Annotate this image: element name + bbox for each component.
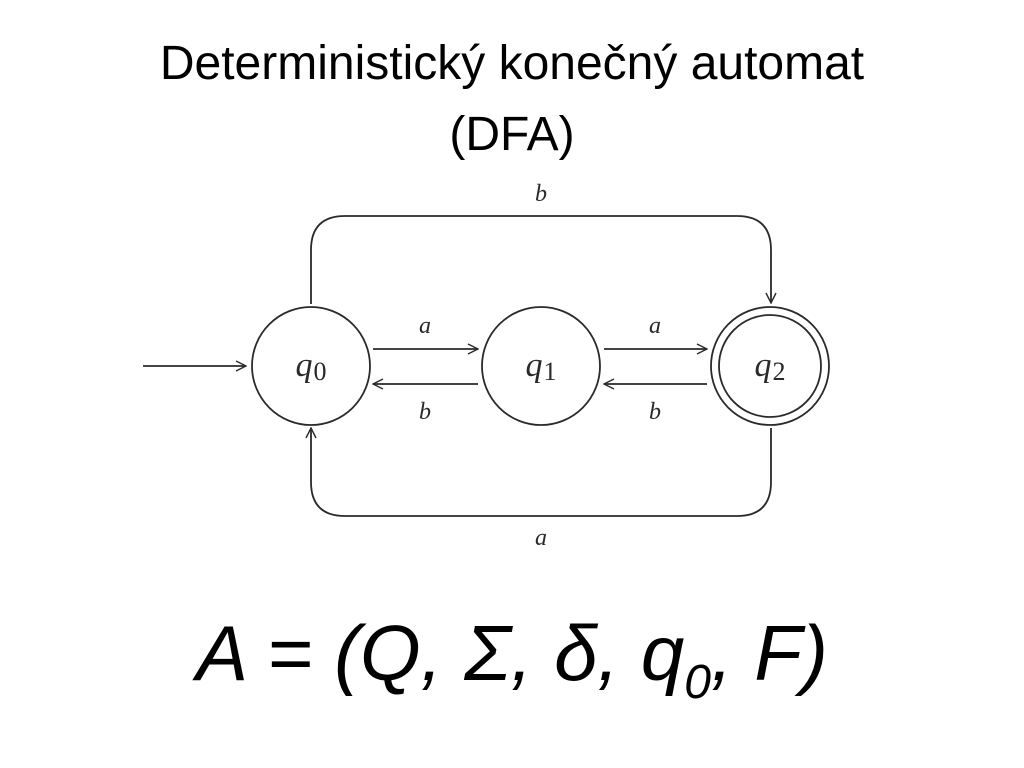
- transition-q0-q2-arrow: [310, 215, 771, 304]
- dfa-formula: A = (Q, Σ, δ, q0, F): [0, 605, 1024, 707]
- formula-suffix: , F): [710, 609, 828, 697]
- transition-q0-q1-label: a: [419, 313, 431, 339]
- formula-prefix: A = (Q, Σ, δ, q: [196, 609, 685, 697]
- transition-q2-q0-arrow: [311, 428, 772, 517]
- state-q1-label: q1: [526, 347, 557, 386]
- transition-q0-q2-label: b: [535, 181, 547, 207]
- state-q2-label: q2: [755, 347, 786, 386]
- state-q2-outer-circle: [710, 306, 830, 426]
- slide-title-line-1: Deterministický konečný automat: [159, 37, 865, 90]
- state-q2-inner-circle: [718, 314, 822, 418]
- transition-q2-q0-label: a: [535, 525, 547, 551]
- state-q0-label: q0: [296, 347, 327, 386]
- slide-title-line-2: (DFA): [449, 108, 575, 161]
- state-q0-circle: [251, 306, 371, 426]
- formula-subscript: 0: [684, 656, 711, 709]
- state-q1-circle: [481, 306, 601, 426]
- transition-q2-q1-label: b: [649, 399, 661, 425]
- transition-q1-q2-label: a: [649, 313, 661, 339]
- transition-q1-q0-label: b: [419, 399, 431, 425]
